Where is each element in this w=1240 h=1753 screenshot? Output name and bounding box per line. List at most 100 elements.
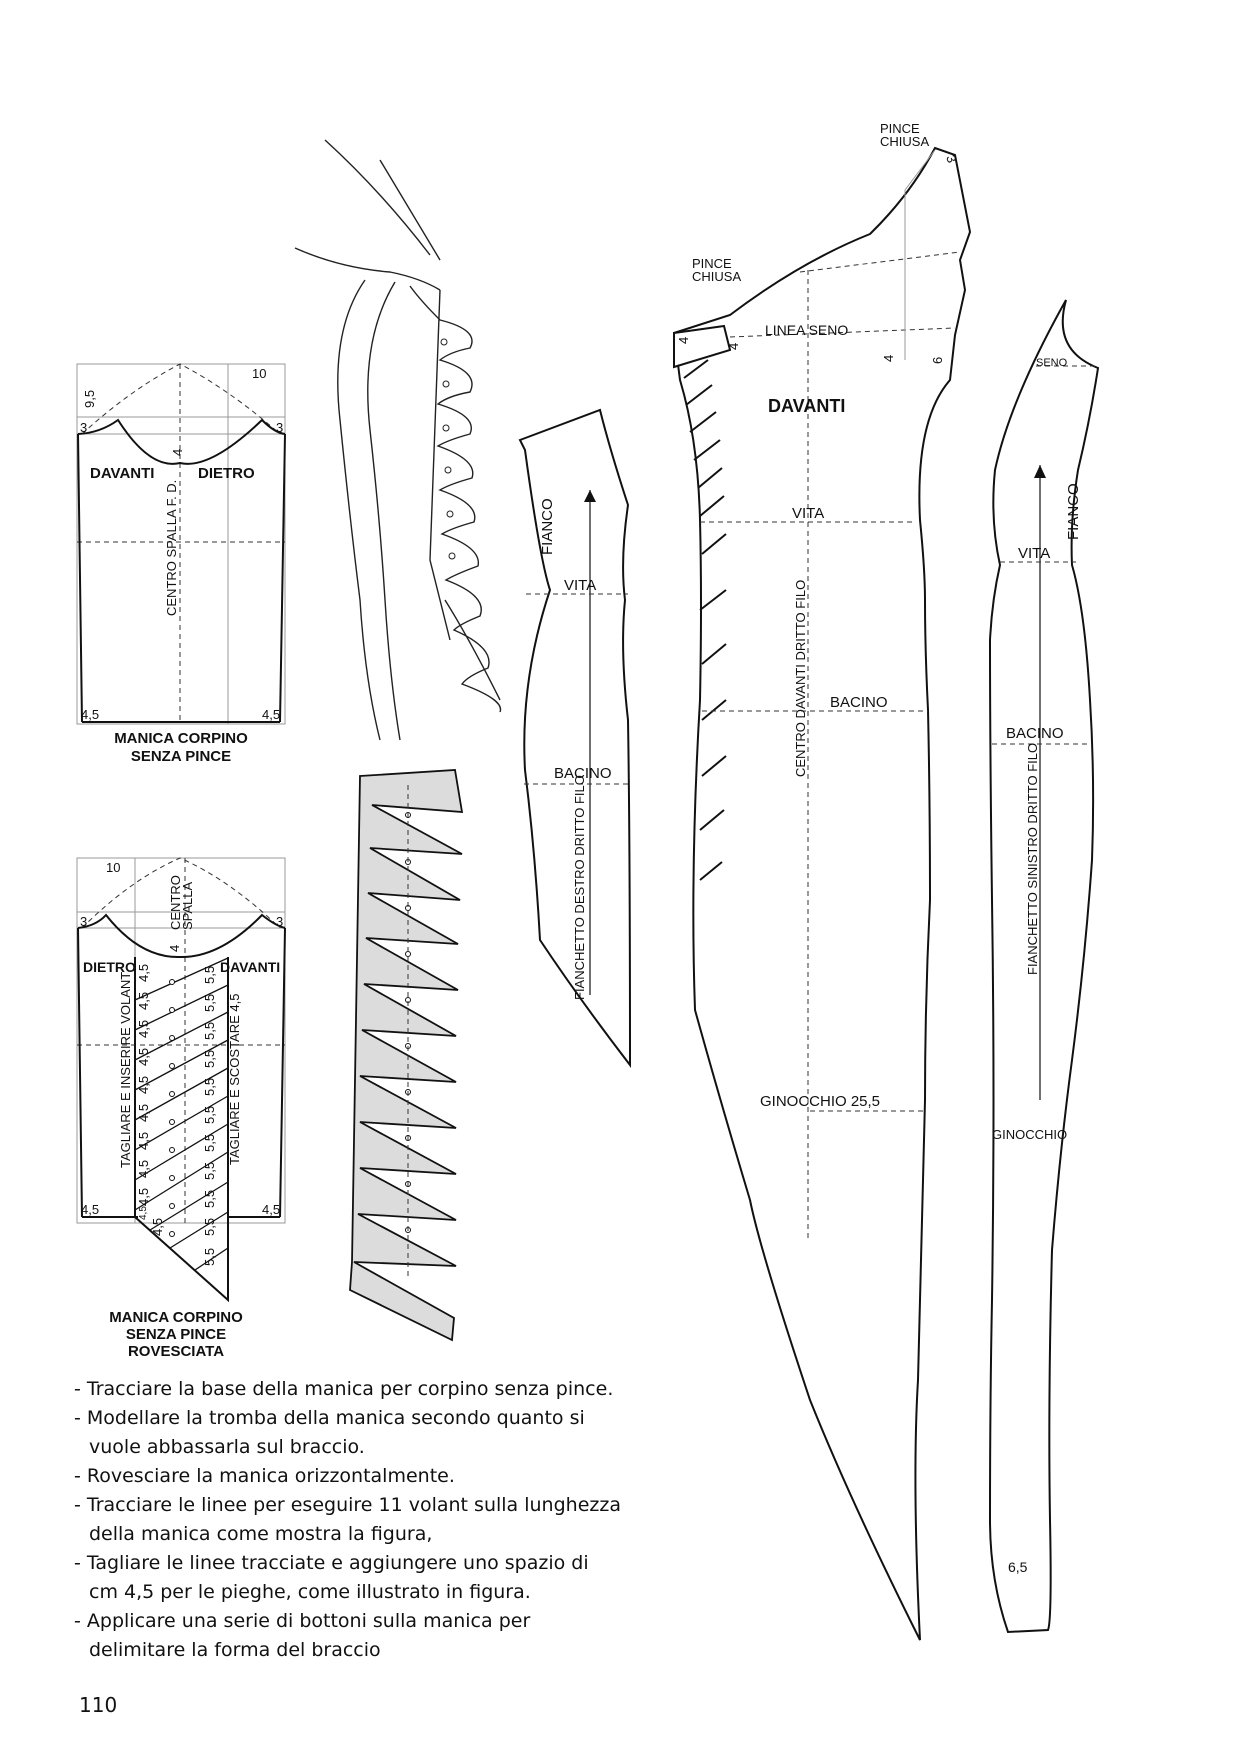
sleeve-reversed-center-2: SPALLA (180, 881, 195, 930)
sleeve-basic-cap-height: 9,5 (82, 390, 97, 408)
right-side-panel-outline (518, 408, 632, 1068)
sleeve-reversed-cut-insert: TAGLIARE E INSERIRE VOLANT (118, 972, 133, 1168)
front-panel-dart-top-2: CHIUSA (880, 134, 929, 149)
sleeve-reversed-side-left: 3 (80, 914, 87, 929)
front-panel-bust-line: LINEA SENO (765, 322, 848, 338)
svg-text:4,5: 4,5 (136, 964, 151, 982)
left-side-panel-outline (988, 299, 1100, 1634)
svg-text:4,5: 4,5 (136, 1104, 151, 1122)
front-panel-bacino: BACINO (830, 694, 888, 711)
sleeve-basic-center-label: CENTRO SPALLA F. D. (164, 480, 179, 616)
front-panel: PINCE CHIUSA PINCE CHIUSA LINEA SENO DAV… (672, 121, 972, 1641)
sleeve-reversed-cut-spread: TAGLIARE E SCOSTARE 4,5 (227, 994, 242, 1165)
front-panel-m-4a: 4 (676, 337, 691, 344)
svg-text:4,5: 4,5 (136, 992, 151, 1010)
sleeve-basic-hem-left: 4,5 (81, 707, 99, 722)
instructions-list: - Tracciare la base della manica per cor… (74, 1375, 634, 1665)
sleeve-basic-side-right: 3 (276, 420, 283, 435)
front-panel-m-6: 6 (930, 357, 945, 364)
left-side-panel-bacino: BACINO (1006, 725, 1064, 742)
sleeve-reversed-frame (76, 857, 286, 1224)
sleeve-reversed-label-back: DIETRO (83, 959, 136, 975)
sleeve-reversed-hem-right: 4,5 (262, 1202, 280, 1217)
right-side-panel: FIANCO VITA BACINO FIANCHETTO DESTRO DRI… (518, 408, 632, 1068)
svg-text:5,5: 5,5 (202, 1248, 217, 1266)
sleeve-reversed-hem-left: 4,5 (81, 1202, 99, 1217)
sleeve-reversed-side-right: 3 (276, 914, 283, 929)
instruction-line: delimitare la forma del braccio (89, 1639, 381, 1661)
front-panel-outline (672, 146, 972, 1641)
instruction-line: - Tracciare la base della manica per cor… (74, 1378, 614, 1400)
front-panel-vita: VITA (792, 505, 824, 522)
svg-text:4,5: 4,5 (136, 1048, 151, 1066)
front-panel-dart-top-1: PINCE (880, 121, 920, 136)
left-side-panel: SENO FIANCO VITA BACINO FIANCHETTO SINIS… (988, 299, 1100, 1634)
svg-text:5,5: 5,5 (202, 1050, 217, 1068)
sleeve-reversed-diagram: 10 3 3 CENTRO SPALLA 4 DIETRO DAVANTI TA… (76, 857, 286, 1360)
sleeve-basic-label-back: DIETRO (198, 465, 255, 482)
instruction-line: vuole abbassarla sul braccio. (89, 1436, 365, 1458)
front-panel-m-4b: 4 (726, 343, 741, 350)
front-panel-dart-left-1: PINCE (692, 256, 732, 271)
instruction-line: - Applicare una serie di bottoni sulla m… (74, 1610, 531, 1632)
sleeve-basic-center-measure: 4 (170, 449, 185, 456)
svg-text:5,5: 5,5 (202, 1162, 217, 1180)
sleeve-reversed-center-measure: 4 (167, 945, 182, 952)
instruction-line: cm 4,5 per le pieghe, come illustrato in… (89, 1581, 531, 1603)
right-side-panel-fianco: FIANCO (539, 498, 556, 555)
left-side-panel-fianco: FIANCO (1065, 483, 1082, 540)
sleeve-reversed-label-front: DAVANTI (220, 959, 280, 975)
sleeve-reversed-top-measure: 10 (106, 860, 120, 875)
sleeve-basic-diagram: 9,5 10 3 3 4 DAVANTI DIETRO CENTRO SPALL… (76, 363, 286, 765)
svg-text:5,5: 5,5 (202, 1134, 217, 1152)
svg-text:5,5: 5,5 (202, 1190, 217, 1208)
svg-text:5,5: 5,5 (202, 1218, 217, 1236)
svg-text:5,5: 5,5 (202, 966, 217, 984)
front-panel-dart-left-2: CHIUSA (692, 269, 741, 284)
svg-text:4,5: 4,5 (136, 1188, 151, 1206)
svg-text:4,5: 4,5 (136, 1076, 151, 1094)
left-side-panel-grain: FIANCHETTO SINISTRO DRITTO FILO (1025, 743, 1040, 975)
right-side-panel-vita: VITA (564, 577, 596, 594)
instruction-line: - Rovesciare la manica orizzontalmente. (74, 1465, 455, 1487)
svg-text:4,5: 4,5 (136, 1020, 151, 1038)
instruction-line: - Tracciare le linee per eseguire 11 vol… (74, 1494, 621, 1516)
front-panel-title: DAVANTI (768, 396, 845, 416)
sleeve-basic-hem-right: 4,5 (262, 707, 280, 722)
front-panel-grain: CENTRO DAVANTI DRITTO FILO (793, 580, 808, 777)
sleeve-basic-top-measure: 10 (252, 366, 266, 381)
svg-text:4,5: 4,5 (150, 1218, 165, 1236)
right-side-panel-grain: FIANCHETTO DESTRO DRITTO FILO (572, 775, 587, 1000)
svg-text:5,5: 5,5 (202, 1106, 217, 1124)
sleeve-reversed-caption-1: MANICA CORPINO (109, 1309, 243, 1326)
left-side-panel-seno: SENO (1036, 357, 1068, 369)
sleeve-sketch-illustration (294, 139, 502, 741)
sleeve-reversed-hem-small: 4,5 (138, 1206, 149, 1220)
ruffle-pattern-piece (349, 769, 464, 1342)
svg-text:5,5: 5,5 (202, 994, 217, 1012)
sleeve-reversed-caption-2: SENZA PINCE (126, 1326, 226, 1343)
sleeve-basic-label-front: DAVANTI (90, 465, 154, 482)
svg-text:5,5: 5,5 (202, 1078, 217, 1096)
left-side-panel-hem: 6,5 (1008, 1559, 1028, 1575)
sleeve-reversed-center-1: CENTRO (168, 875, 183, 930)
left-side-panel-vita: VITA (1018, 545, 1050, 562)
front-panel-m-top: 3 (943, 153, 960, 165)
instruction-line: della manica come mostra la figura, (89, 1523, 433, 1545)
sleeve-basic-frame (76, 363, 286, 725)
sleeve-basic-caption-2: SENZA PINCE (131, 748, 231, 765)
svg-text:4,5: 4,5 (136, 1160, 151, 1178)
sleeve-reversed-right-measures: 5,5 5,5 5,5 5,5 5,5 5,5 5,5 5,5 5,5 5,5 … (202, 966, 217, 1266)
svg-text:5,5: 5,5 (202, 1022, 217, 1040)
sleeve-reversed-flare (134, 957, 229, 1303)
left-side-panel-knee: GINOCCHIO (992, 1127, 1067, 1142)
instruction-line: - Tagliare le linee tracciate e aggiunge… (74, 1552, 589, 1574)
front-panel-m-4c: 4 (881, 355, 896, 362)
front-panel-knee: GINOCCHIO 25,5 (760, 1093, 880, 1110)
page-number: 110 (79, 1693, 118, 1717)
sleeve-reversed-left-measures: 4,5 4,5 4,5 4,5 4,5 4,5 4,5 4,5 4,5 4,5 (136, 964, 165, 1236)
svg-text:4,5: 4,5 (136, 1132, 151, 1150)
instruction-line: - Modellare la tromba della manica secon… (74, 1407, 585, 1429)
